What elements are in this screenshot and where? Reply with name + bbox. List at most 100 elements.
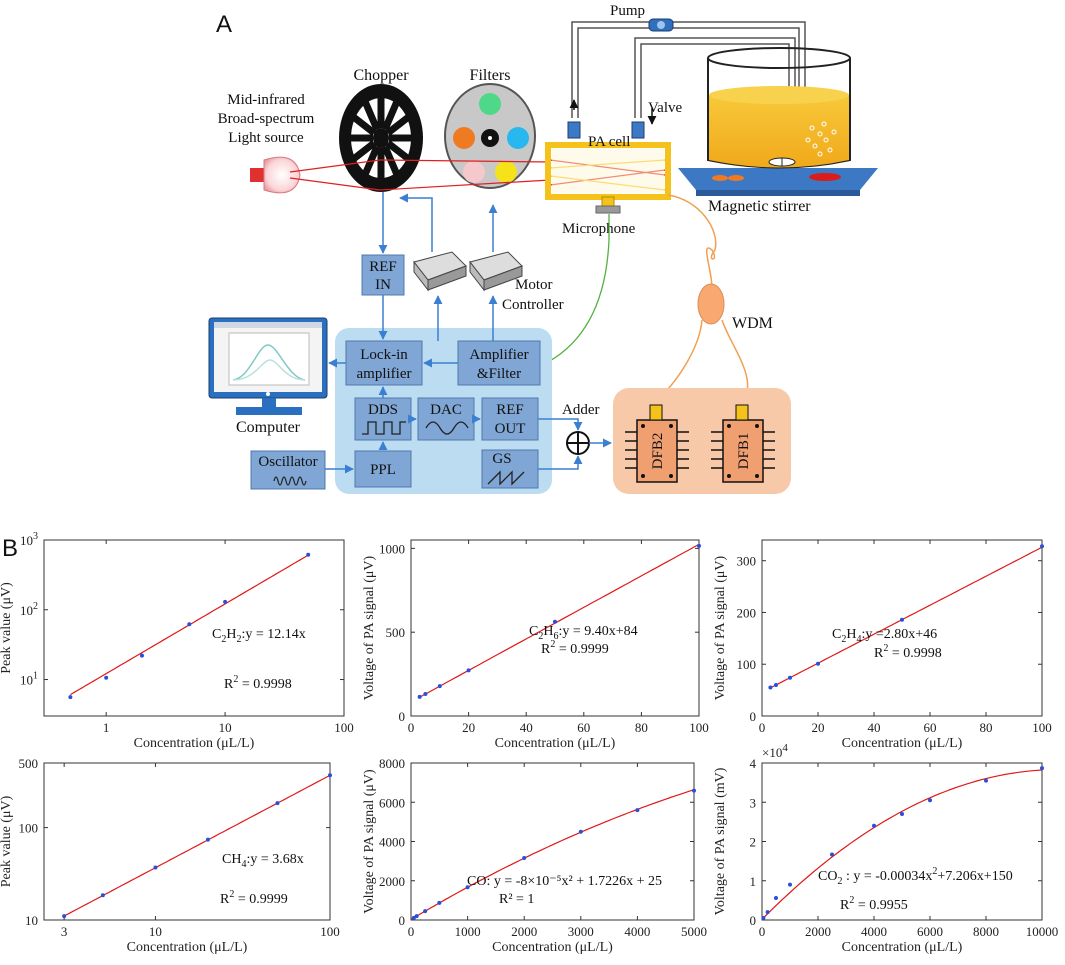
dac-block: DAC xyxy=(417,397,475,441)
x-axis-label: Concentration (μL/L) xyxy=(495,736,616,751)
x-axis-label: Concentration (μL/L) xyxy=(842,940,963,955)
chopper-spoke xyxy=(385,114,410,136)
amplifier-filter-block: Amplifier &Filter xyxy=(457,340,541,386)
data-point xyxy=(774,896,778,901)
r-squared: R2 = 0.9999 xyxy=(220,889,288,907)
x-tick-label: 80 xyxy=(635,720,648,735)
y-tick-label: 1 xyxy=(750,874,757,889)
y-tick-label: 4000 xyxy=(379,835,405,850)
x-tick-label: 8000 xyxy=(973,924,999,939)
data-point xyxy=(774,682,778,687)
oscillator-block: Oscillator xyxy=(250,450,326,490)
x-tick-label: 1000 xyxy=(455,924,481,939)
y-tick-label: 6000 xyxy=(379,795,405,810)
data-point xyxy=(692,788,696,793)
filter-wheel-icon xyxy=(444,83,536,189)
lockin-label-2: amplifier xyxy=(357,366,412,382)
plot-frame xyxy=(761,539,1043,717)
panel-a-letter: A xyxy=(216,11,232,38)
y-axis-label: Peak value (μV) xyxy=(0,795,14,887)
square-wave-icon xyxy=(362,421,406,435)
x-axis-label: Concentration (μL/L) xyxy=(842,736,963,751)
magnetic-stirrer-icon xyxy=(678,168,878,196)
microphone-signal-wire xyxy=(547,214,610,363)
pa-cell-label: PA cell xyxy=(588,134,630,150)
y-tick-label: 103 xyxy=(20,531,38,548)
motor-controller-icon-2 xyxy=(469,251,523,292)
data-point xyxy=(104,675,109,680)
data-point xyxy=(635,808,640,813)
fit-equation: CH4:y = 3.68x xyxy=(222,852,304,870)
y-tick-label: 200 xyxy=(737,605,757,620)
ppl-block: PPL xyxy=(354,450,412,488)
microphone-icon xyxy=(595,196,621,214)
pump-icon xyxy=(648,18,674,32)
data-point xyxy=(417,694,422,699)
x-tick-label: 4000 xyxy=(861,924,887,939)
plot-frame xyxy=(761,762,1043,921)
x-tick-label: 0 xyxy=(408,924,415,939)
oscillator-label: Oscillator xyxy=(258,454,317,470)
data-point xyxy=(816,661,820,666)
y-tick-label: 300 xyxy=(737,554,757,569)
fit-line xyxy=(761,769,1043,920)
chopper-spoke xyxy=(352,114,377,136)
beaker-icon xyxy=(707,47,851,169)
wdm-icon xyxy=(697,283,725,325)
x-axis-label: Concentration (μL/L) xyxy=(127,940,248,955)
chopper-spoke xyxy=(362,145,381,175)
y-axis-label: Voltage of PA signal (μV) xyxy=(362,769,377,914)
signal-wires xyxy=(325,192,612,474)
data-point xyxy=(900,812,904,817)
x-tick-label: 100 xyxy=(689,720,709,735)
y-tick-label: 2000 xyxy=(379,874,405,889)
data-point xyxy=(697,543,701,548)
data-point xyxy=(872,823,876,828)
light-source-label-line3: Light source xyxy=(228,130,304,146)
x-tick-label: 5000 xyxy=(681,924,707,939)
data-point xyxy=(788,675,792,680)
x-tick-label: 20 xyxy=(812,720,825,735)
light-source-icon xyxy=(250,156,301,194)
data-point xyxy=(68,695,73,700)
lockin-amplifier-block: Lock-in amplifier xyxy=(345,340,423,386)
sine-wave-icon xyxy=(425,421,469,435)
dfb1-label: DFB1 xyxy=(736,433,752,470)
data-point xyxy=(423,909,428,914)
ref-in-label-1: REF xyxy=(369,259,397,275)
chopper-spoke xyxy=(385,140,410,162)
data-point xyxy=(306,552,311,557)
lockin-label-1: Lock-in xyxy=(360,347,408,363)
data-point xyxy=(205,837,210,842)
x-tick-label: 100 xyxy=(334,720,354,735)
filters-label: Filters xyxy=(470,67,511,84)
ppl-label: PPL xyxy=(370,462,396,478)
data-point xyxy=(788,882,792,887)
y-tick-label: 0 xyxy=(399,913,406,928)
y-tick-label: 500 xyxy=(19,756,39,771)
fit-line xyxy=(63,774,331,917)
y-tick-label: 4 xyxy=(750,756,757,771)
r-squared: R2 = 0.9998 xyxy=(874,643,942,661)
valve-icon-left xyxy=(567,99,581,139)
data-point xyxy=(984,778,988,783)
data-point xyxy=(275,801,280,806)
y-tick-label: 100 xyxy=(19,821,39,836)
valve-label: Valve xyxy=(648,100,682,116)
data-point xyxy=(466,668,471,673)
data-point xyxy=(768,685,773,690)
x-tick-label: 80 xyxy=(980,720,993,735)
y-tick-label: 102 xyxy=(20,601,38,618)
r-squared: R2 = 0.9955 xyxy=(840,895,908,913)
data-point xyxy=(1040,544,1044,549)
chopper-spoke xyxy=(352,140,377,162)
wdm-label: WDM xyxy=(732,315,773,332)
chopper-wheel-icon xyxy=(339,84,423,192)
dds-block: DDS xyxy=(354,397,412,441)
chopper-label: Chopper xyxy=(353,67,409,84)
